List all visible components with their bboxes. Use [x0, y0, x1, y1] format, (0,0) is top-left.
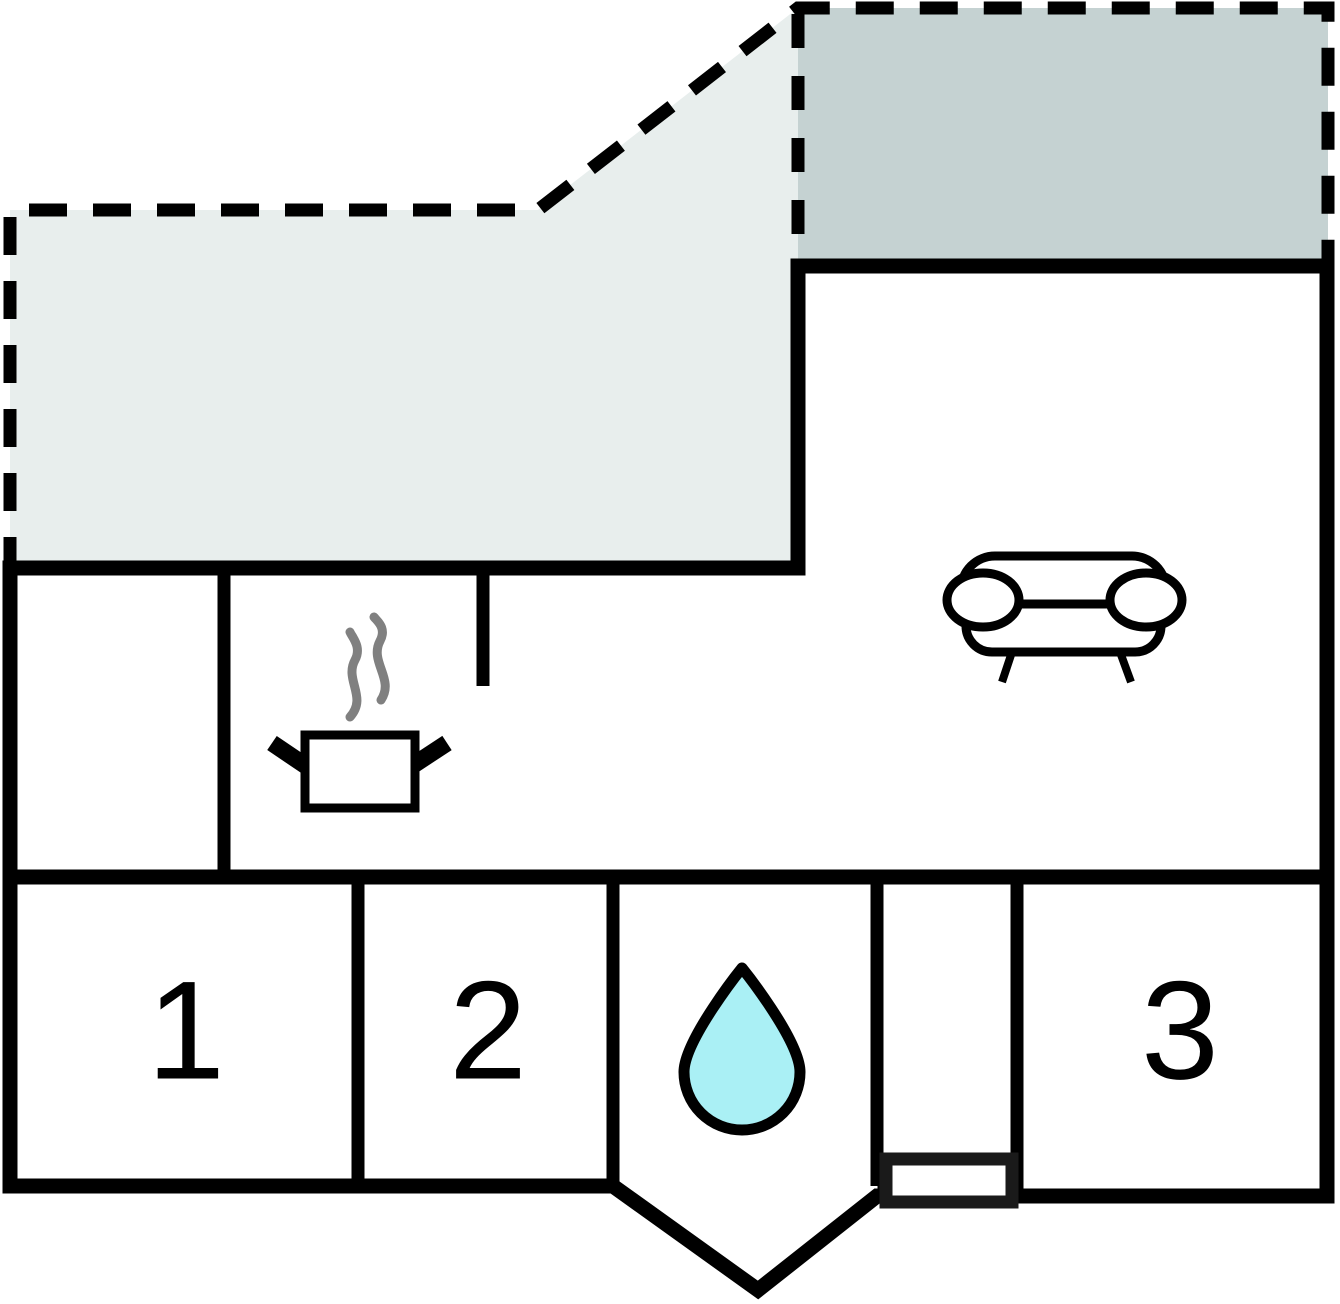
sofa-icon: [942, 551, 1187, 684]
room-number-1: 1: [147, 952, 225, 1109]
room-number-3: 3: [1141, 952, 1219, 1109]
terrace-dashed-outline: [3, 1, 1335, 575]
water-drop-icon: [678, 962, 806, 1136]
terrace-fill: [10, 8, 798, 575]
window-symbol: [879, 1152, 1019, 1209]
room-number-2: 2: [449, 952, 527, 1109]
balcony-fill: [798, 8, 1328, 266]
steam-wisp-left: [345, 627, 362, 722]
steam-wisp-right: [369, 612, 390, 705]
cooking-pot-icon: [267, 612, 452, 813]
